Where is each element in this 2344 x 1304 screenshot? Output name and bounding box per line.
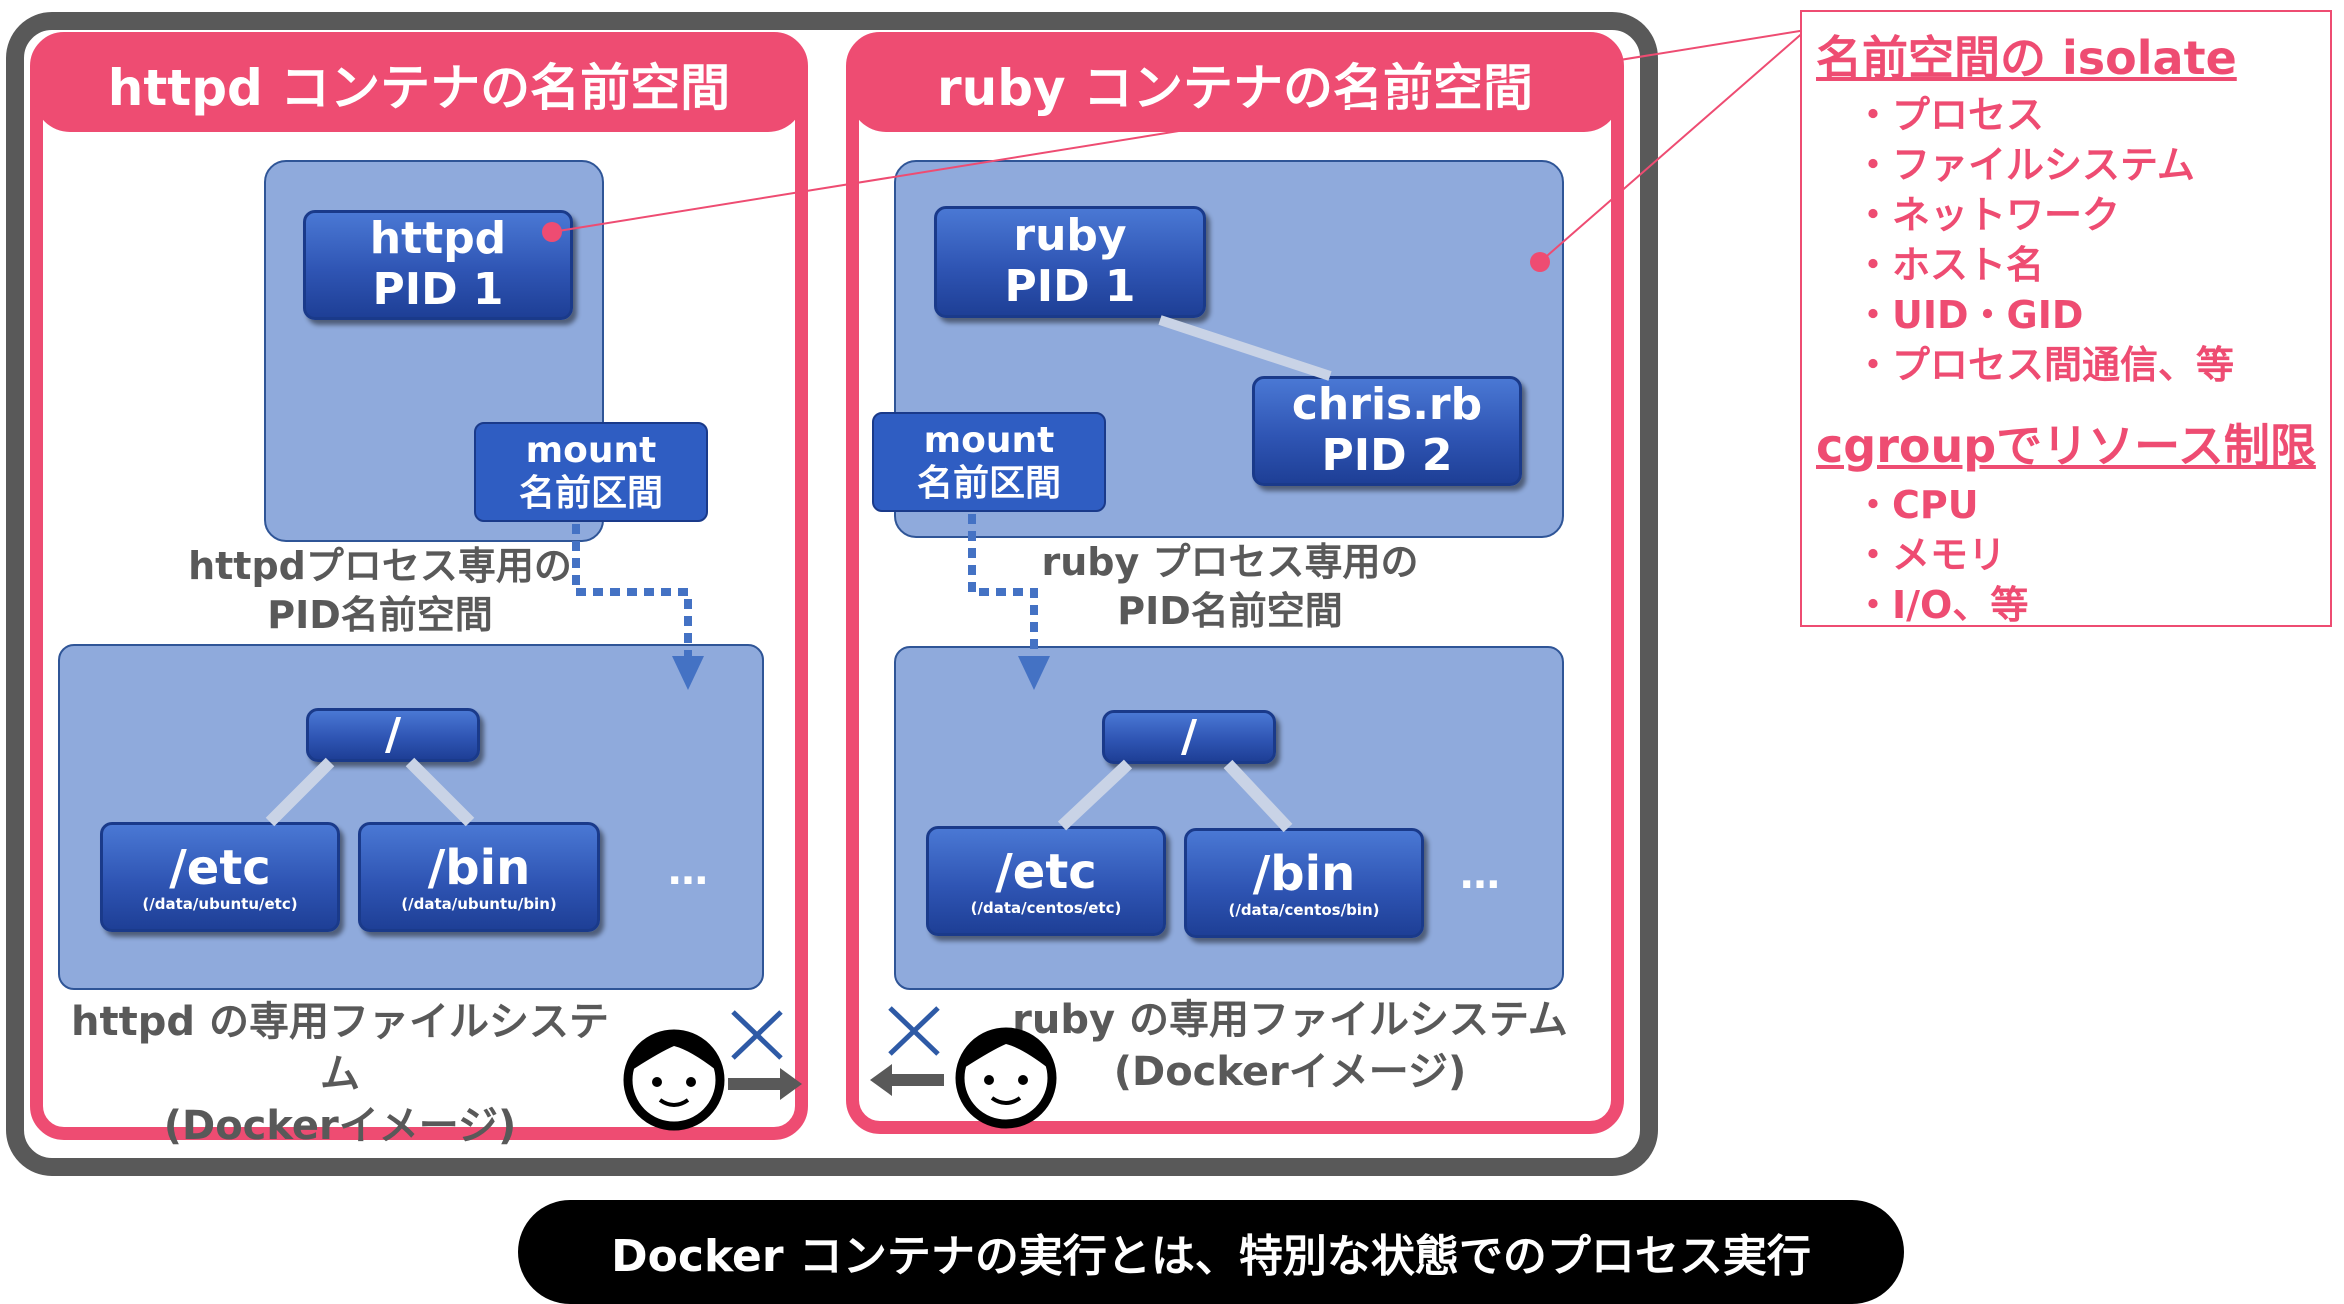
ruby-process-name: ruby xyxy=(1013,210,1127,262)
httpd-process: httpd PID 1 xyxy=(303,210,573,320)
ruby-mount-arrow xyxy=(968,514,1038,660)
ruby-child-process-name: chris.rb xyxy=(1291,379,1483,431)
httpd-filesystem xyxy=(58,644,764,990)
httpd-fs-label-line1: httpd の専用ファイルシステム xyxy=(71,999,609,1097)
ruby-child-process-pid: PID 2 xyxy=(1321,430,1453,481)
httpd-pid-label-line1: httpdプロセス専用の xyxy=(188,544,572,588)
isolate-item: ・UID・GID xyxy=(1854,293,2084,337)
httpd-fs-bin-path: (/data/ubuntu/bin) xyxy=(401,894,557,913)
isolate-item: ・プロセス間通信、等 xyxy=(1854,343,2235,387)
httpd-mount-arrowhead xyxy=(672,656,704,690)
httpd-mount-line2: 名前区間 xyxy=(518,473,663,514)
httpd-mount-arrow xyxy=(572,524,692,660)
httpd-fs-etc: /etc (/data/ubuntu/etc) xyxy=(100,822,340,932)
httpd-fs-etc-name: /etc xyxy=(169,839,271,896)
ruby-pid-label-line1: ruby プロセス専用の xyxy=(1041,540,1419,584)
ruby-fs-label-line1: ruby の専用ファイルシステム xyxy=(1012,997,1568,1043)
isolate-leader-line-2 xyxy=(1539,29,1807,263)
ruby-fs-etc: /etc (/data/centos/etc) xyxy=(926,826,1166,936)
httpd-user-icon xyxy=(623,1029,725,1131)
ruby-fs-label: ruby の専用ファイルシステム (Dockerイメージ) xyxy=(1010,994,1570,1098)
httpd-fs-bin: /bin (/data/ubuntu/bin) xyxy=(358,822,600,932)
httpd-fs-etc-path: (/data/ubuntu/etc) xyxy=(142,894,298,913)
httpd-fs-more: … xyxy=(668,848,708,894)
cgroup-title: cgroupでリソース制限 xyxy=(1816,419,2316,473)
isolate-item: ・ファイルシステム xyxy=(1854,143,2195,187)
httpd-fs-bin-name: /bin xyxy=(427,839,531,896)
isolate-leader-line-1 xyxy=(551,29,1807,233)
ruby-user-icon xyxy=(955,1027,1057,1129)
isolate-title: 名前空間の isolate xyxy=(1816,31,2237,85)
ruby-child-process: chris.rb PID 2 xyxy=(1252,376,1522,486)
ruby-fs-bin-path: (/data/centos/bin) xyxy=(1228,900,1380,919)
httpd-process-name: httpd xyxy=(369,213,507,265)
ruby-fs-root: / xyxy=(1102,710,1276,764)
isolate-item: ・プロセス xyxy=(1854,93,2045,137)
ruby-fs-label-line2: (Dockerイメージ) xyxy=(1113,1049,1467,1095)
httpd-mount-line1: mount xyxy=(525,429,657,471)
httpd-marker-dot xyxy=(542,222,562,242)
ruby-marker-dot xyxy=(1530,252,1550,272)
httpd-tree-line-etc xyxy=(265,757,335,827)
httpd-process-pid: PID 1 xyxy=(372,264,504,315)
legend-box: 名前空間の isolate ・プロセス ・ファイルシステム ・ネットワーク ・ホ… xyxy=(1800,10,2332,627)
isolate-item: ・ホスト名 xyxy=(1854,243,2045,287)
ruby-tree-line-bin xyxy=(1223,759,1293,833)
ruby-exit-arrow-icon xyxy=(870,1064,944,1096)
ruby-mount-line1: mount xyxy=(923,419,1055,461)
cgroup-item: ・メモリ xyxy=(1854,533,2007,577)
ruby-namespace-title: ruby コンテナの名前空間 xyxy=(850,36,1620,132)
ruby-child-link xyxy=(1158,315,1332,381)
cgroup-item: ・CPU xyxy=(1854,483,1979,527)
caption-banner: Docker コンテナの実行とは、特別な状態でのプロセス実行 xyxy=(518,1200,1904,1304)
httpd-pid-label-line2: PID名前空間 xyxy=(267,593,493,638)
ruby-fs-bin-name: /bin xyxy=(1252,845,1356,902)
ruby-tree-line-etc xyxy=(1057,759,1133,831)
httpd-fs-root: / xyxy=(306,708,480,762)
ruby-mount-line2: 名前区間 xyxy=(916,463,1061,504)
ruby-process: ruby PID 1 xyxy=(934,206,1206,318)
ruby-process-pid: PID 1 xyxy=(1004,261,1136,312)
httpd-namespace-title: httpd コンテナの名前空間 xyxy=(34,36,804,132)
httpd-exit-arrow-icon xyxy=(728,1068,802,1100)
httpd-pid-label: httpdプロセス専用の PID名前空間 xyxy=(150,542,610,641)
httpd-blocked-x-icon xyxy=(731,1010,783,1060)
httpd-fs-label: httpd の専用ファイルシステム (Dockerイメージ) xyxy=(60,996,620,1152)
ruby-fs-bin: /bin (/data/centos/bin) xyxy=(1184,828,1424,938)
isolate-item: ・ネットワーク xyxy=(1854,193,2121,237)
httpd-tree-line-bin xyxy=(405,757,475,827)
ruby-pid-label-line2: PID名前空間 xyxy=(1117,589,1343,634)
httpd-mount-namespace: mount 名前区間 xyxy=(474,422,708,522)
ruby-fs-more: … xyxy=(1460,852,1500,898)
ruby-pid-label: ruby プロセス専用の PID名前空間 xyxy=(1030,538,1430,637)
httpd-fs-label-line2: (Dockerイメージ) xyxy=(163,1103,517,1149)
ruby-blocked-x-icon xyxy=(888,1006,940,1056)
ruby-fs-etc-name: /etc xyxy=(995,843,1097,900)
cgroup-item: ・I/O、等 xyxy=(1854,583,2029,627)
ruby-mount-namespace: mount 名前区間 xyxy=(872,412,1106,512)
ruby-fs-etc-path: (/data/centos/etc) xyxy=(970,898,1122,917)
ruby-mount-arrowhead xyxy=(1018,656,1050,690)
